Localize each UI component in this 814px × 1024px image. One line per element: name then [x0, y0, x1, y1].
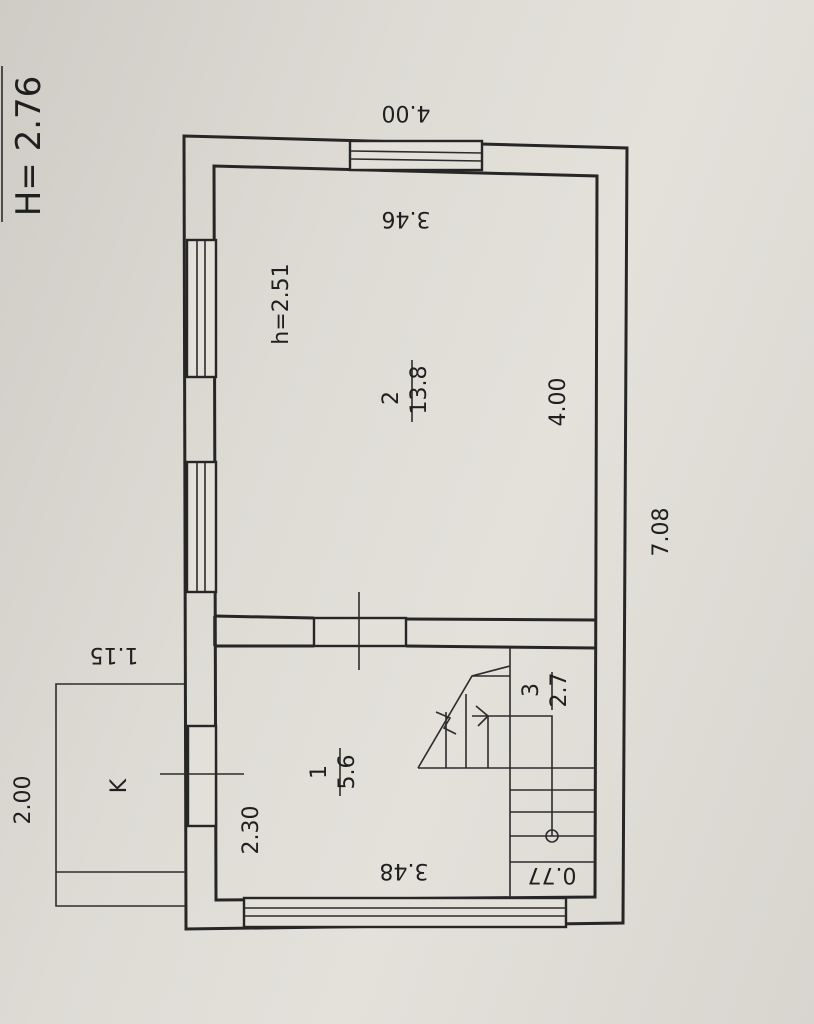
stair-block: [417, 648, 596, 897]
partition-wall: [213, 614, 597, 650]
room-height-label: h=2.51: [269, 263, 294, 344]
height-label: H= 2.76: [9, 76, 49, 217]
entrance-door: [186, 724, 218, 828]
porch-outline: [55, 683, 186, 907]
dim-stair-width: 0.77: [528, 862, 577, 887]
window-top-pane-1: [349, 150, 483, 154]
dim-left-lower: 2.30: [239, 806, 264, 855]
stair-arrow: [475, 705, 489, 727]
room-2-number: 2: [379, 391, 404, 405]
inner-wall: [212, 164, 599, 902]
dim-bottom-inner: 3.48: [380, 858, 429, 883]
room-1-area: 5.6: [335, 755, 360, 790]
dim-top-outer: 4.00: [382, 100, 431, 125]
room-3-number: 3: [519, 683, 544, 697]
window-bottom: [242, 896, 568, 929]
dim-top-inner: 3.46: [382, 206, 431, 231]
room-3-area: 2.7: [547, 673, 572, 708]
dim-right-inner: 4.00: [546, 378, 571, 427]
dim-porch-length: 2.00: [11, 776, 36, 825]
window-top-pane-2: [349, 158, 483, 162]
interior-door: [312, 616, 408, 648]
room-1-number: 1: [307, 765, 332, 779]
window-top: [348, 139, 484, 172]
porch-label: K: [107, 778, 132, 793]
room-2-area: 13.8: [407, 366, 432, 415]
dim-right-outer: 7.08: [649, 508, 674, 557]
window-left-1: [185, 238, 218, 379]
window-left-2: [185, 460, 218, 594]
stair-break-mark: [435, 711, 457, 735]
stair-start-marker: [545, 829, 559, 843]
dim-porch-width: 1.15: [90, 642, 139, 667]
